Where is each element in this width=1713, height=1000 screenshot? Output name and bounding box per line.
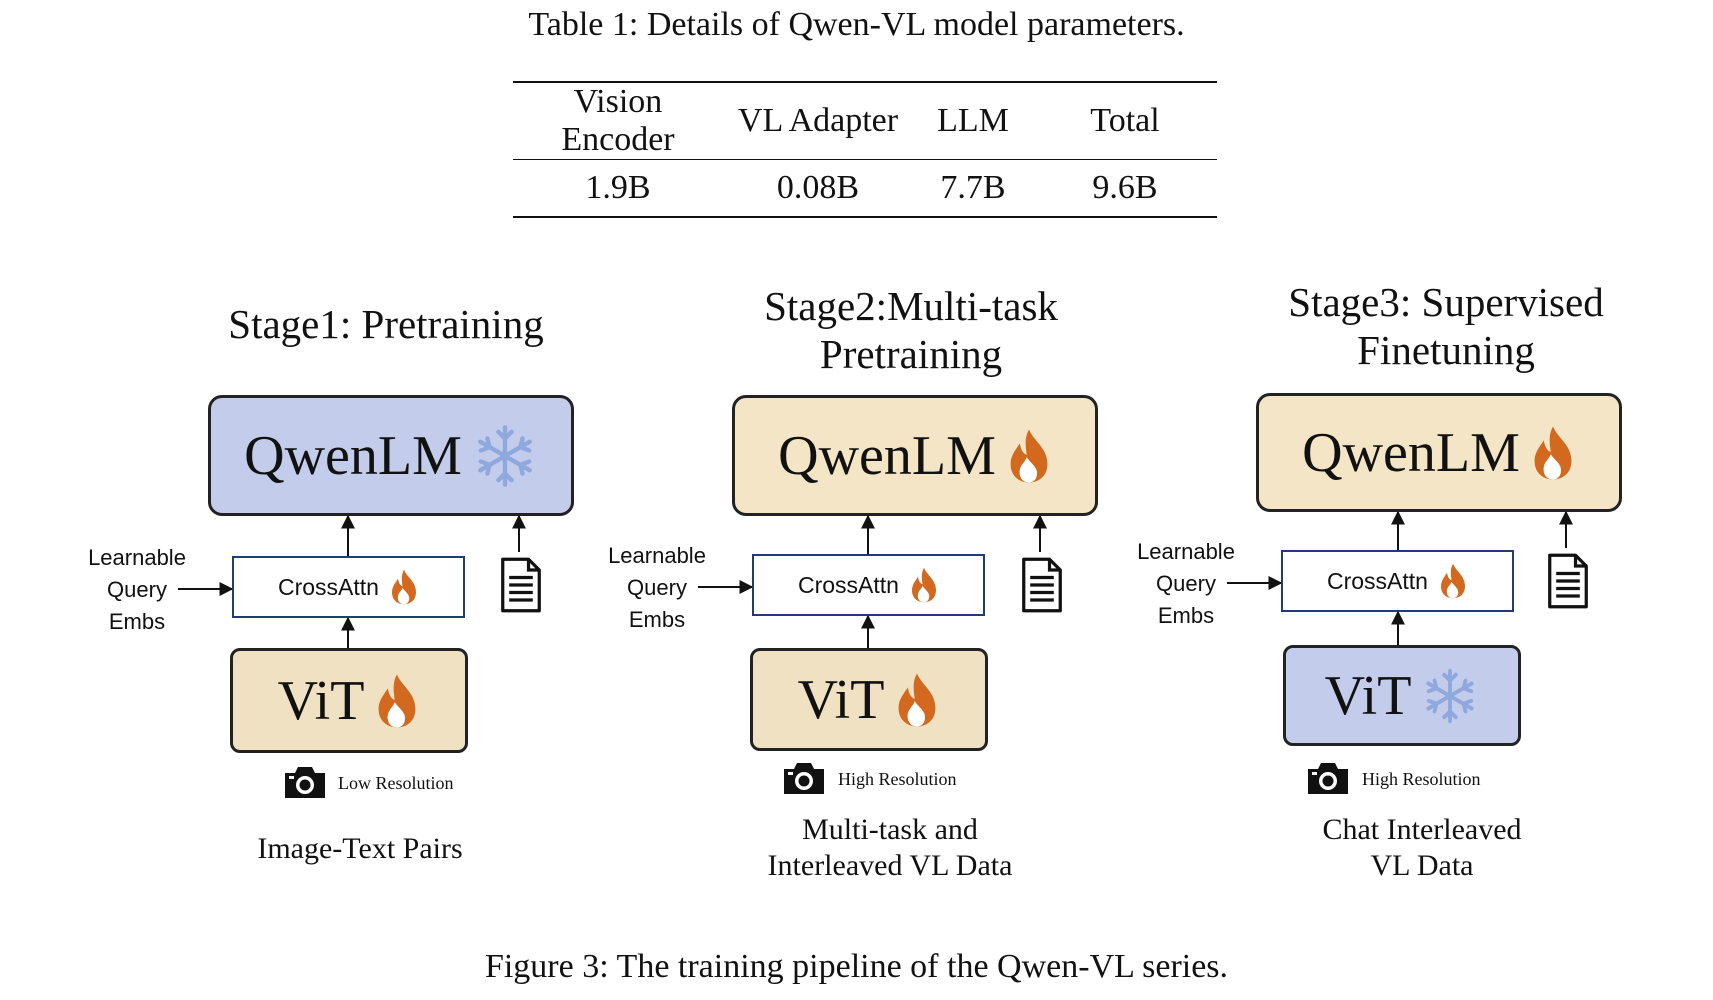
qwenlm-label: QwenLM (778, 424, 996, 487)
vit-label: ViT (797, 668, 885, 731)
stage2-qwenlm-box: QwenLM (732, 395, 1098, 516)
stage3-resolution-label: High Resolution (1362, 769, 1481, 789)
stage3-vit-box: ViT (1283, 645, 1521, 746)
flame-icon (1438, 562, 1468, 600)
table-cell: 7.7B (940, 169, 1006, 206)
stage1-title: Stage1: Pretraining (228, 301, 544, 347)
camera-icon (782, 760, 826, 801)
stage3-title: Stage3: Supervised Finetuning (1288, 279, 1604, 373)
table-header-cell: VL Adapter (737, 102, 899, 139)
qwenlm-label: QwenLM (1302, 421, 1520, 484)
document-icon (1020, 556, 1064, 619)
stage2-title: Stage2:Multi-task Pretraining (764, 283, 1058, 377)
document-icon (499, 556, 543, 619)
flame-icon (1006, 427, 1052, 485)
table-header-cell: LLM (937, 102, 1009, 139)
stage1-crossattn-box: CrossAttn (232, 556, 465, 618)
stage2-resolution-label: High Resolution (838, 769, 957, 789)
flame-icon (374, 672, 420, 730)
table-header-row: Vision Encoder VL Adapter LLM Total (513, 82, 1217, 160)
flame-icon (389, 568, 419, 606)
params-table: Vision Encoder VL Adapter LLM Total 1.9B… (513, 81, 1217, 218)
stage2-crossattn-box: CrossAttn (752, 554, 985, 616)
table-cell: 9.6B (1092, 169, 1158, 206)
stage1-qwenlm-box: QwenLM (208, 395, 574, 516)
qwenlm-label: QwenLM (244, 424, 462, 487)
table-caption: Table 1: Details of Qwen-VL model parame… (528, 6, 1185, 43)
stage2-vit-box: ViT (750, 648, 988, 751)
flame-icon (894, 671, 940, 729)
camera-icon (1306, 760, 1350, 801)
stage1-query-label: Learnable Query Embs (88, 545, 186, 634)
document-icon (1546, 552, 1590, 615)
flame-icon (909, 566, 939, 604)
stage1-data-label: Image-Text Pairs (257, 832, 463, 865)
crossattn-label: CrossAttn (798, 571, 899, 598)
crossattn-label: CrossAttn (1327, 567, 1428, 594)
stage2-data-label: Multi-task and Interleaved VL Data (767, 813, 1013, 882)
table-cell: 0.08B (776, 169, 860, 206)
vit-label: ViT (277, 669, 365, 732)
snowflake-icon (1421, 667, 1479, 725)
stage3-qwenlm-box: QwenLM (1256, 393, 1622, 512)
table-header-cell: Vision Encoder (561, 83, 675, 158)
stage1-resolution-label: Low Resolution (338, 773, 454, 793)
flame-icon (1530, 424, 1576, 482)
figure-caption: Figure 3: The training pipeline of the Q… (484, 948, 1229, 985)
stage3-query-label: Learnable Query Embs (1137, 539, 1235, 628)
stage1-vit-box: ViT (230, 648, 468, 753)
table-row: 1.9B 0.08B 7.7B 9.6B (513, 160, 1217, 217)
snowflake-icon (472, 423, 538, 489)
stage3-crossattn-box: CrossAttn (1281, 550, 1514, 612)
stage3-data-label: Chat Interleaved VL Data (1322, 813, 1522, 882)
table-cell: 1.9B (585, 169, 651, 206)
crossattn-label: CrossAttn (278, 573, 379, 600)
camera-icon (283, 764, 327, 805)
vit-label: ViT (1324, 664, 1412, 727)
table-header-cell: Total (1090, 102, 1160, 139)
stage2-query-label: Learnable Query Embs (608, 543, 706, 632)
